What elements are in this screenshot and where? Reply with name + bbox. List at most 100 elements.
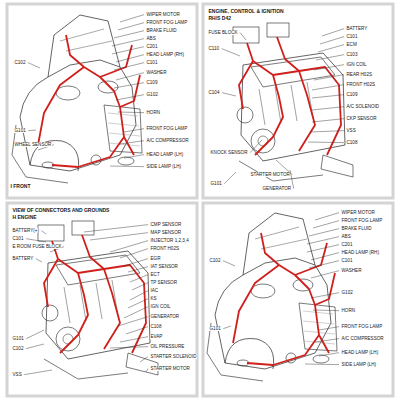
leader-line — [319, 353, 339, 356]
part-label: C201 — [341, 242, 353, 247]
leader-line — [110, 241, 148, 252]
leader-line — [305, 364, 339, 366]
leader-line — [318, 45, 344, 52]
part-label: BRAKE FLUID — [146, 28, 177, 33]
leader-line — [112, 39, 144, 46]
part-label: CMP SENSOR — [150, 222, 182, 227]
leader-line — [223, 261, 235, 266]
leader-line — [118, 23, 144, 30]
part-label: WASHER — [146, 70, 167, 75]
leader-line — [124, 155, 144, 158]
leader-line — [124, 129, 144, 132]
leader-line — [90, 233, 148, 240]
part-label: A/C COMPRESSOR — [341, 336, 384, 341]
panel-title: I FRONT — [10, 184, 31, 190]
leader-line — [118, 112, 144, 114]
leader-line — [314, 75, 344, 80]
panel-title: H ENGINE — [12, 215, 37, 221]
leader-line — [130, 291, 148, 300]
part-label: KS — [150, 296, 157, 301]
leader-line — [110, 347, 148, 348]
leader-line — [319, 327, 339, 330]
part-label: G101 — [14, 128, 26, 133]
leader-line — [28, 130, 36, 132]
leader-line — [116, 73, 144, 80]
part-label: FRONT H02S — [150, 246, 180, 251]
leader-line — [118, 317, 148, 326]
leader-line — [114, 31, 144, 38]
part-label: BRAKE FLUID — [341, 226, 372, 231]
part-label: C101 — [346, 34, 358, 39]
part-label: OIL PRESSURE — [150, 344, 185, 349]
leader-line — [307, 237, 339, 244]
part-label: G101 — [210, 181, 222, 186]
leader-line — [315, 213, 339, 220]
part-label: BATTERY(+) — [12, 228, 40, 233]
part-label: GENERATOR — [150, 314, 180, 319]
leader-line — [311, 253, 339, 260]
part-label: HEAD LAMP (RH) — [146, 52, 184, 57]
leader-line — [146, 369, 148, 372]
part-label: STARTER SOLENOID — [150, 354, 197, 359]
leader-line — [24, 370, 52, 375]
part-label: REAR H02S — [346, 72, 373, 77]
leader-line — [116, 95, 144, 100]
part-label: WHEEL SENSOR — [14, 142, 52, 147]
leader-line — [120, 337, 148, 342]
leader-line — [222, 49, 240, 56]
part-label: ECM — [346, 42, 357, 47]
part-label: HORN — [146, 110, 161, 115]
leader-line — [120, 249, 148, 258]
leader-line — [84, 225, 148, 232]
leader-line — [26, 330, 44, 339]
part-label: IGN COIL — [346, 62, 367, 67]
leader-line — [307, 245, 339, 252]
leader-line — [313, 310, 339, 312]
leader-line — [36, 259, 42, 262]
leader-line — [112, 47, 144, 54]
leader-line — [128, 299, 148, 308]
part-label: IAC — [150, 288, 159, 293]
part-label: C104 — [208, 90, 220, 95]
part-label: C108 — [150, 324, 162, 329]
part-label: ABS — [146, 36, 156, 41]
part-label: GENERATOR — [262, 186, 292, 191]
leader-line — [26, 239, 46, 242]
part-label: FRONT FOG LAMP — [341, 324, 383, 329]
part-label: HEAD LAMP (RH) — [341, 250, 379, 255]
leader-line — [124, 259, 148, 266]
part-label: HEAD LAMP (LH) — [146, 152, 184, 157]
leader-line — [308, 142, 344, 144]
leader-line — [126, 327, 148, 334]
leader-line — [240, 33, 246, 40]
part-label: CKP SENSOR — [346, 116, 377, 121]
leader-line — [320, 37, 344, 44]
leader-line — [309, 229, 339, 236]
part-label: MAP SENSOR — [150, 230, 182, 235]
part-label: C201 — [146, 44, 158, 49]
leader-line — [309, 261, 339, 268]
part-label: STARTER MOTOR — [250, 172, 290, 177]
leader-line — [224, 172, 236, 184]
part-label: EVAP — [150, 334, 163, 339]
part-label: G102 — [146, 92, 158, 97]
part-label: C102 — [14, 60, 26, 65]
panel-title: ENGINE, CONTROL & IGNITION — [208, 9, 284, 15]
front-harness — [12, 15, 142, 183]
part-label: WIPER MOTOR — [341, 210, 375, 215]
part-label: WASHER — [341, 268, 362, 273]
part-label: FRONT H02S — [346, 82, 376, 87]
leader-line — [312, 95, 344, 98]
part-label: FUSE BLOCK — [208, 30, 238, 35]
leader-line — [116, 55, 144, 62]
leader-line — [114, 83, 144, 88]
part-label: G102 — [341, 290, 353, 295]
part-label: EGR — [150, 256, 161, 261]
leader-line — [314, 65, 344, 70]
part-label: C102 — [12, 346, 24, 351]
part-label: HORN — [341, 308, 356, 313]
part-label: C109 — [146, 80, 158, 85]
part-label: A/C COMPRESSOR — [146, 138, 189, 143]
